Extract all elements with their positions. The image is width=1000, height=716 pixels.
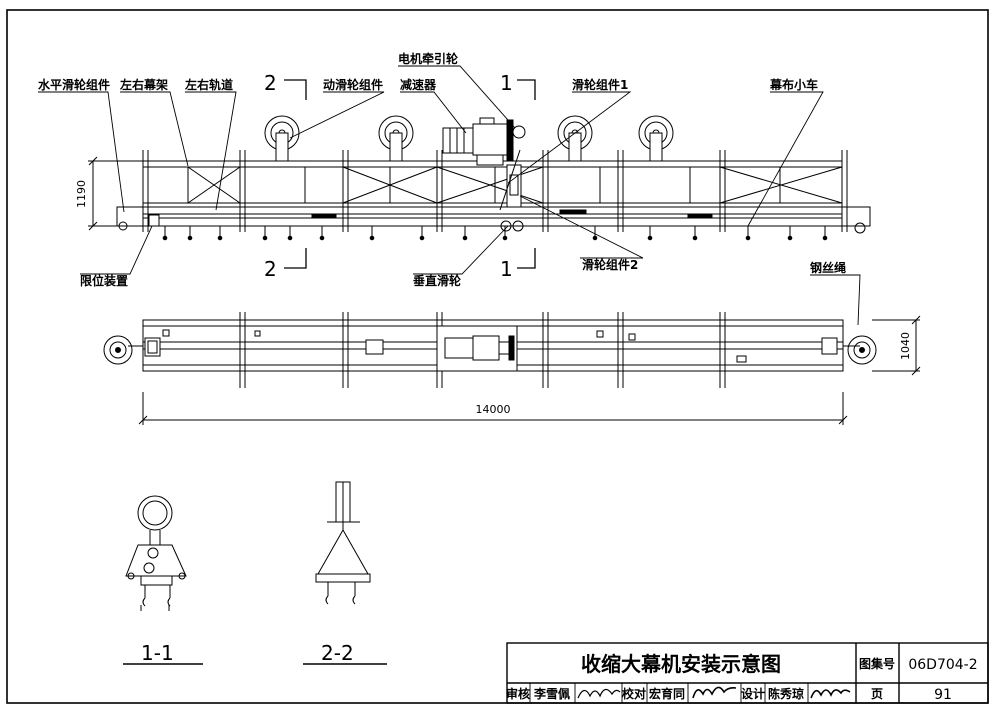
label-limit-device: 限位装置 — [80, 273, 128, 288]
plan-view — [103, 312, 877, 388]
elevation-view — [116, 115, 871, 241]
label-wire-rope: 钢丝绳 — [810, 260, 846, 275]
checker-name: 宏育同 — [649, 686, 685, 701]
label-moving-pulley: 动滑轮组件 — [323, 77, 383, 92]
review-label: 审核 — [506, 686, 530, 701]
dimension-length-label: 14000 — [476, 403, 511, 416]
dimension-width — [872, 315, 921, 376]
design-label: 设计 — [741, 686, 765, 701]
hook-tip — [502, 235, 508, 241]
atlas-number-value: 06D704-2 — [908, 657, 977, 673]
hook-tip — [745, 235, 751, 241]
leader-lines — [38, 65, 861, 326]
section-1-1-view — [125, 495, 187, 611]
hook-tip — [287, 235, 293, 241]
truss-diagonal — [719, 166, 843, 204]
dimension-height-label: 1190 — [75, 180, 88, 208]
hook-tip — [822, 235, 828, 241]
section-2-2-view — [315, 481, 371, 605]
reviewer-name: 李雪佩 — [533, 686, 570, 701]
page-label: 页 — [871, 687, 883, 701]
hook-tip — [217, 235, 223, 241]
truss-diagonal — [187, 166, 241, 204]
label-curtain-trolley: 幕布小车 — [769, 77, 818, 92]
hook-tip — [592, 235, 598, 241]
drawing-border — [6, 9, 989, 704]
dimension-width-label: 1040 — [899, 332, 912, 360]
label-pulley-2: 滑轮组件2 — [582, 257, 638, 272]
truss-diagonal — [436, 166, 544, 204]
section-mark-1-top: 1 — [500, 71, 513, 95]
hook-tip — [319, 235, 325, 241]
section-1-1-label: 1-1 — [141, 641, 174, 665]
section-2-2-label: 2-2 — [321, 641, 354, 665]
title-block — [506, 642, 989, 704]
hook-tip — [787, 235, 793, 241]
hook-tip — [187, 235, 193, 241]
title-block-title: 收缩大幕机安装示意图 — [581, 652, 781, 676]
label-reducer: 减速器 — [400, 77, 437, 92]
section-mark-1-bottom: 1 — [500, 257, 513, 281]
label-horizontal-pulley: 水平滑轮组件 — [38, 77, 110, 92]
section-mark-2-top: 2 — [264, 71, 277, 95]
hook-tip — [369, 235, 375, 241]
designer-name: 陈秀琼 — [768, 686, 804, 701]
label-motor-traction-wheel: 电机牵引轮 — [398, 51, 459, 66]
label-pulley-1: 滑轮组件1 — [572, 77, 628, 92]
check-label: 校对 — [622, 686, 646, 701]
section-mark-1 — [517, 79, 536, 269]
label-side-track: 左右轨道 — [184, 77, 233, 92]
hook-tip — [419, 235, 425, 241]
hook-tip — [462, 235, 468, 241]
hook-tip — [647, 235, 653, 241]
hook-tip — [162, 235, 168, 241]
page-number: 91 — [934, 687, 952, 703]
dimension-height — [88, 156, 143, 231]
hook-tip — [692, 235, 698, 241]
dimension-length — [138, 392, 848, 425]
atlas-number-label: 图集号 — [859, 656, 895, 671]
hook-tip — [262, 235, 268, 241]
motor-reducer — [442, 117, 526, 232]
section-mark-2 — [284, 79, 307, 269]
section-mark-2-bottom: 2 — [264, 257, 277, 281]
label-side-curtain-frame: 左右幕架 — [119, 77, 168, 92]
label-vertical-pulley: 垂直滑轮 — [413, 273, 462, 288]
